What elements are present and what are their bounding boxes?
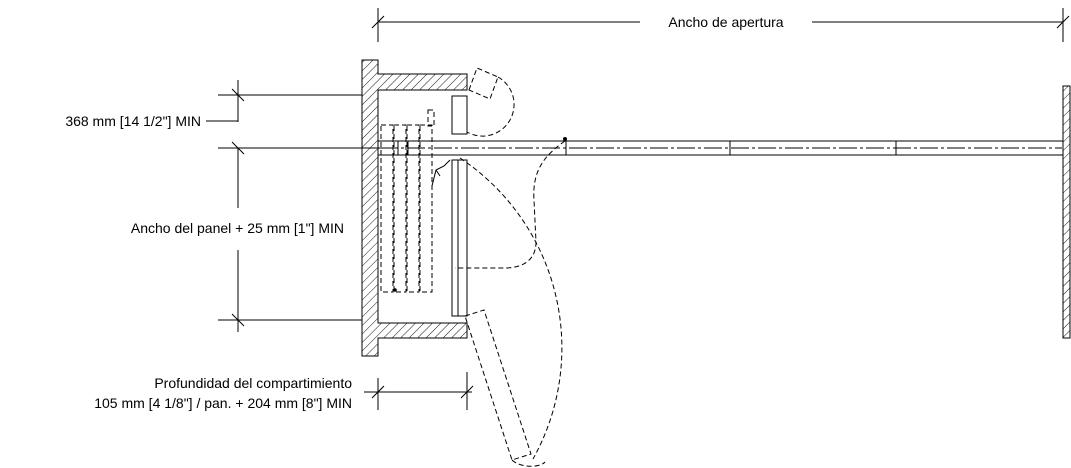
opening-width-label: Ancho de apertura (668, 14, 783, 30)
inner-fold-path (455, 140, 566, 269)
min-368-label: 368 mm [14 1/2"] MIN (65, 113, 201, 129)
left-wall (361, 59, 468, 357)
panel-pivot-dot (563, 137, 567, 141)
stacked-panel-2 (393, 124, 407, 293)
bottom-swing-end (511, 459, 546, 467)
jamb-bottom (451, 159, 468, 317)
pocket-depth-label-line1: Profundidad del compartimiento (154, 375, 352, 391)
top-swing-arc (466, 76, 515, 137)
pocket-depth-label-line2: 105 mm [4 1/8"] / pan. + 204 mm [8"] MIN (94, 395, 352, 411)
tick-bottom (231, 313, 245, 327)
pocket-hardware (431, 159, 451, 187)
stacked-panel-1 (380, 124, 394, 293)
stacked-panel-4 (419, 124, 433, 293)
panel-width-label: Ancho del panel + 25 mm [1"] MIN (131, 220, 344, 236)
bottom-swing-panel (464, 309, 532, 461)
tick-middle (231, 141, 245, 155)
opening-width-dimension: Ancho de apertura (371, 8, 1070, 42)
stacked-panels (380, 109, 451, 293)
jamb-top (451, 95, 468, 135)
pocket-depth-dimension: Profundidad del compartimiento 105 mm [4… (94, 372, 474, 411)
closed-panels-track (377, 137, 1064, 156)
large-swing-arc (459, 157, 563, 460)
pocket-hardware-2 (435, 169, 441, 177)
left-wall-hatch (361, 59, 468, 357)
left-dimensions: 368 mm [14 1/2"] MIN Ancho del panel + 2… (65, 80, 380, 332)
track-outline (377, 140, 1064, 156)
right-wall-hatch (1062, 85, 1071, 339)
pivot-point-pocket (393, 288, 397, 292)
pocket-depth-tick-right (460, 385, 474, 399)
opening-width-tick-left (371, 15, 385, 29)
track-end-left (397, 140, 409, 156)
pocket-jamb (451, 95, 468, 317)
pocket-depth-tick-left (371, 385, 385, 399)
stacked-panel-3 (406, 124, 420, 293)
swing-paths (455, 67, 566, 467)
tick-top (231, 88, 245, 102)
top-swing-panel (468, 67, 499, 100)
right-wall (1062, 85, 1071, 339)
stacked-panel-5 (427, 109, 435, 127)
opening-width-tick-right (1056, 15, 1070, 29)
